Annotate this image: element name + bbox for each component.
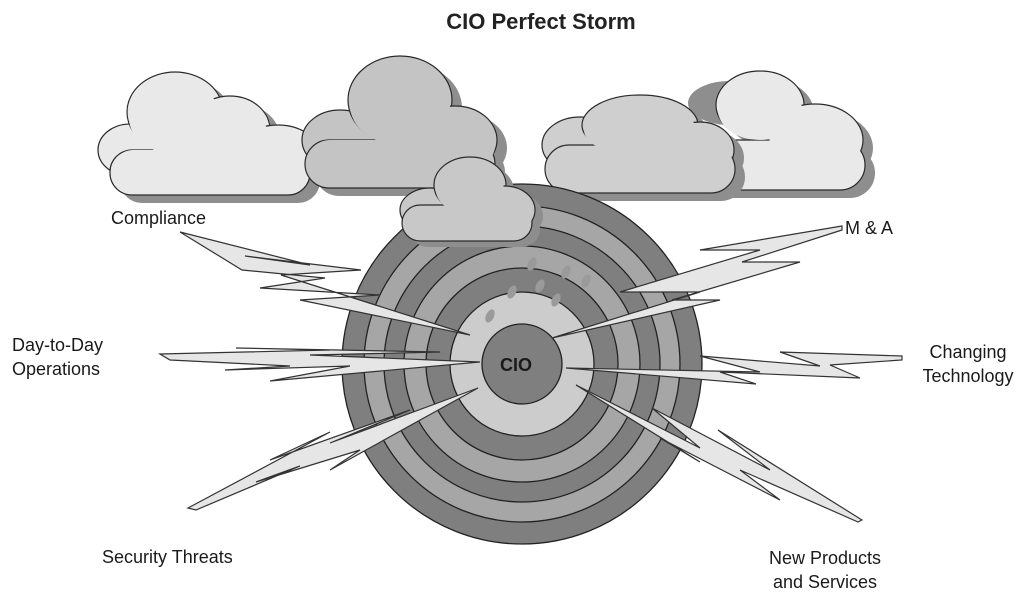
- force-label-m-and-a: M & A: [845, 218, 893, 238]
- storm-cloud-icon: [688, 70, 875, 198]
- raindrop-icon: [535, 279, 545, 293]
- force-label-day-to-day-line-1: Day-to-Day: [12, 335, 103, 355]
- force-label-changing-technology-line-2: Technology: [922, 366, 1013, 386]
- force-label-new-products-line-1: New Products: [769, 548, 881, 568]
- lightning-bolt-icon: [186, 387, 479, 511]
- storm-clouds: [97, 55, 875, 203]
- force-label-security-threats: Security Threats: [102, 547, 233, 567]
- raindrop-icon: [507, 285, 517, 299]
- lightning-bolt-icon: [575, 384, 864, 523]
- raindrop-icon: [561, 265, 571, 279]
- raindrop-icon: [485, 309, 495, 323]
- center-circle: [481, 323, 563, 405]
- force-label-new-products-line-2: and Services: [773, 572, 877, 592]
- force-label-compliance: Compliance: [111, 208, 206, 228]
- center-label: CIO: [500, 355, 532, 375]
- raindrop-icon: [551, 293, 561, 307]
- lightning-bolt-icon: [551, 225, 843, 339]
- force-label-changing-technology-line-1: Changing: [929, 342, 1006, 362]
- storm-cloud-icon: [301, 55, 507, 196]
- force-label-day-to-day-line-2: Operations: [12, 359, 100, 379]
- storm-cloud-icon: [97, 71, 330, 203]
- raindrop-icon: [527, 257, 537, 271]
- lightning-bolts: [157, 225, 903, 523]
- lightning-bolt-icon: [179, 231, 471, 336]
- storm-cloud-icon: [541, 94, 745, 201]
- diagram-title: CIO Perfect Storm: [446, 9, 636, 34]
- target-rings-icon: [341, 183, 703, 545]
- raindrop-icon: [581, 274, 591, 288]
- raindrops: [485, 257, 591, 323]
- lightning-bolt-icon: [565, 351, 903, 385]
- storm-cloud-icon: [399, 156, 543, 247]
- lightning-bolt-icon: [157, 347, 481, 382]
